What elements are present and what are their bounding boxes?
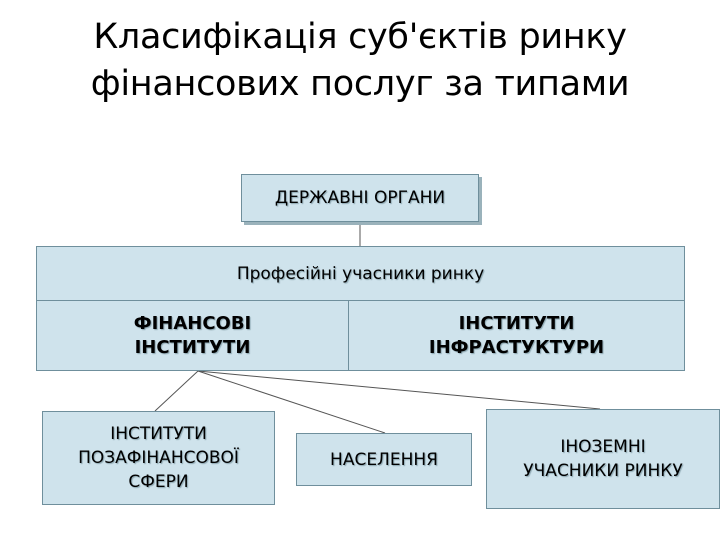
nonfinancial-institutions-label-line-1: ІНСТИТУТИ (110, 424, 207, 444)
nonfinancial-institutions-box: ІНСТИТУТИ ПОЗАФІНАНСОВОЇ СФЕРИ (42, 411, 275, 505)
foreign-participants-label-line-2: УЧАСНИКИ РИНКУ (523, 461, 683, 481)
state-bodies-box: ДЕРЖАВНІ ОРГАНИ (241, 174, 479, 222)
infrastructure-institutions-label-line-1: ІНСТИТУТИ (458, 312, 575, 334)
professional-participants-box: Професійні учасники ринку (36, 246, 685, 301)
diagram-title: Класифікація суб'єктів ринку фінансових … (0, 14, 720, 108)
financial-institutions-box: ФІНАНСОВІ ІНСТИТУТИ (36, 300, 349, 371)
diagram-title-line-2: фінансових послуг за типами (90, 64, 630, 104)
population-box: НАСЕЛЕННЯ (296, 433, 472, 486)
connector-fin-to-nonfinancial (154, 370, 199, 412)
foreign-participants-label-line-1: ІНОЗЕМНІ (560, 437, 646, 457)
professional-participants-label: Професійні учасники ринку (236, 263, 485, 284)
financial-institutions-label-line-1: ФІНАНСОВІ (133, 312, 252, 334)
connector-fin-to-foreign (197, 370, 601, 410)
financial-institutions-label-line-2: ІНСТИТУТИ (134, 336, 251, 358)
foreign-participants-box: ІНОЗЕМНІ УЧАСНИКИ РИНКУ (486, 409, 720, 509)
nonfinancial-institutions-label-line-3: СФЕРИ (128, 472, 189, 492)
infrastructure-institutions-label-line-2: ІНФРАСТУКТУРИ (428, 336, 605, 358)
state-bodies-label: ДЕРЖАВНІ ОРГАНИ (274, 188, 446, 208)
connector-fin-to-population (197, 370, 386, 434)
population-label: НАСЕЛЕННЯ (330, 449, 438, 470)
nonfinancial-institutions-label-line-2: ПОЗАФІНАНСОВОЇ (78, 448, 239, 468)
diagram-title-line-1: Класифікація суб'єктів ринку (93, 17, 627, 57)
infrastructure-institutions-box: ІНСТИТУТИ ІНФРАСТУКТУРИ (348, 300, 685, 371)
